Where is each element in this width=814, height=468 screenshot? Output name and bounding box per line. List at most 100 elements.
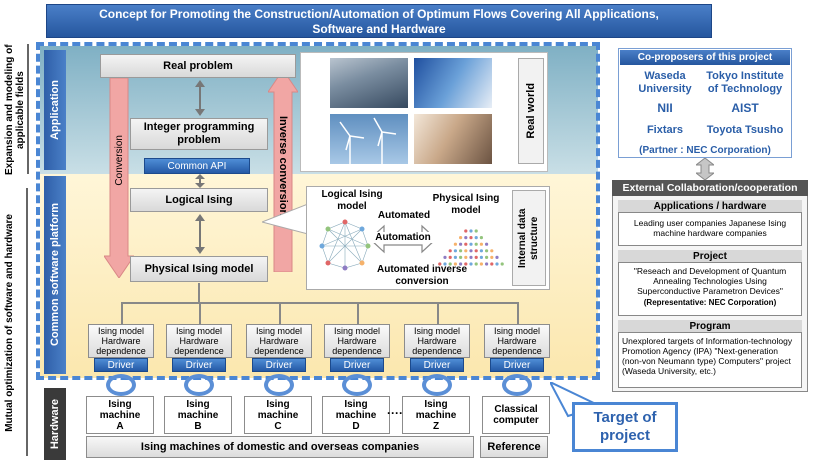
mutual-axis-label: Mutual optimization of software and hard…: [3, 214, 15, 432]
tree-stem: [198, 283, 200, 303]
updown-arrow-3: [195, 214, 205, 254]
qubit-dot: [453, 262, 457, 266]
qubit-dot: [495, 262, 499, 266]
qubit-dot: [490, 249, 494, 253]
hw-line-1: Ising model: [333, 326, 381, 336]
qubit-dot: [464, 242, 468, 246]
driver-box: Driver: [172, 358, 226, 372]
qubit-dot: [453, 249, 457, 253]
co-proposers-panel: [618, 48, 792, 158]
inverse-conversion-label: Inverse conversion: [277, 115, 289, 217]
updown-arrow-1: [195, 80, 205, 116]
driver-box: Driver: [410, 358, 464, 372]
conversion-label: Conversion: [113, 134, 125, 186]
connector-ring-icon: [184, 374, 214, 396]
reference-caption: Reference: [480, 436, 548, 458]
qubit-dot: [459, 249, 463, 253]
qubit-dot: [485, 255, 489, 259]
qubit-dot: [474, 255, 478, 259]
qubit-dot: [495, 255, 499, 259]
hw-line-2: Hardware: [417, 336, 457, 346]
logical-graph-icon: [319, 219, 371, 271]
qubit-dot: [479, 236, 483, 240]
qubit-dot: [443, 262, 447, 266]
ising-machines-caption: Ising machines of domestic and overseas …: [86, 436, 474, 458]
aist: AIST: [731, 101, 759, 115]
co-proposers-title: Co-proposers of this project: [620, 50, 790, 65]
hw-line-1: Ising model: [255, 326, 303, 336]
common-api-box: Common API: [144, 158, 250, 174]
ellipsis: ····: [387, 406, 403, 420]
qubit-dot: [485, 242, 489, 246]
ising-machine-box: Ising machine C: [244, 396, 312, 434]
wind-turbine-icon: [339, 117, 397, 164]
qubit-dot: [459, 242, 463, 246]
application-layer-label: Application: [44, 50, 66, 170]
qubit-dot: [443, 255, 447, 259]
automation-label: Automation: [370, 232, 436, 243]
qubit-dot: [474, 249, 478, 253]
qubit-dot: [459, 262, 463, 266]
tree-drop: [121, 302, 123, 324]
fixtars: Fixtars: [646, 124, 684, 136]
qubit-dot: [469, 242, 473, 246]
qubit-dot: [474, 236, 478, 240]
connector-ring-icon: [422, 374, 452, 396]
project-title: Project: [618, 250, 802, 263]
traffic-photo: [330, 58, 408, 108]
hw-line-2: Hardware: [179, 336, 219, 346]
tree-drop: [357, 302, 359, 324]
connector-ring-icon: [342, 374, 372, 396]
driver-box: Driver: [490, 358, 544, 372]
driver-box: Driver: [252, 358, 306, 372]
qubit-dot: [459, 255, 463, 259]
qubit-dot: [464, 255, 468, 259]
qubit-dot: [448, 255, 452, 259]
title-banner: Concept for Promoting the Construction/A…: [46, 4, 712, 38]
ising-machine-box: Ising machine D: [322, 396, 390, 434]
lab-photo: [414, 58, 492, 108]
qubit-dot: [474, 229, 478, 233]
ising-machine-box: Ising machine Z: [402, 396, 470, 434]
integer-programming-box: Integer programming problem: [130, 118, 268, 150]
hw-line-1: Ising model: [413, 326, 461, 336]
platform-layer-label: Common software platform: [44, 176, 66, 374]
callout-pointer: [262, 204, 308, 234]
qubit-dot: [464, 262, 468, 266]
physical-graph-icon: [438, 229, 504, 266]
hw-line-3: dependence: [492, 346, 542, 356]
classical-computer-box: Classical computer: [482, 396, 550, 434]
nii: NII: [657, 101, 673, 115]
qubit-dot: [485, 249, 489, 253]
hw-line-3: dependence: [254, 346, 304, 356]
logical-ising-box: Logical Ising: [130, 188, 268, 212]
real-world-label: Real world: [518, 58, 544, 164]
hw-line-2: Hardware: [337, 336, 377, 346]
driver-box: Driver: [330, 358, 384, 372]
tree-bar: [121, 302, 518, 304]
qubit-dot: [438, 262, 442, 266]
logical-ising-model-label: Logical Ising model: [321, 189, 383, 212]
side-panels-double-arrow: [696, 158, 714, 180]
qubit-dot: [469, 262, 473, 266]
partner-nec: (Partner : NEC Corporation): [639, 145, 771, 156]
tree-drop: [279, 302, 281, 324]
qubit-dot: [490, 255, 494, 259]
qubit-dot: [469, 249, 473, 253]
real-problem-box: Real problem: [100, 54, 296, 78]
tree-drop: [437, 302, 439, 324]
qubit-dot: [464, 236, 468, 240]
qubit-dot: [479, 242, 483, 246]
expansion-axis-label: Expansion and modeling of applicable fie…: [4, 44, 26, 176]
apps-hardware-body: Leading user companies Japanese Ising ma…: [633, 218, 787, 238]
research-photo: [414, 114, 492, 164]
qubit-dot: [469, 236, 473, 240]
external-title: External Collaboration/cooperation: [612, 180, 808, 196]
qubit-dot: [448, 262, 452, 266]
qubit-dot: [474, 242, 478, 246]
hw-line-2: Hardware: [101, 336, 141, 346]
